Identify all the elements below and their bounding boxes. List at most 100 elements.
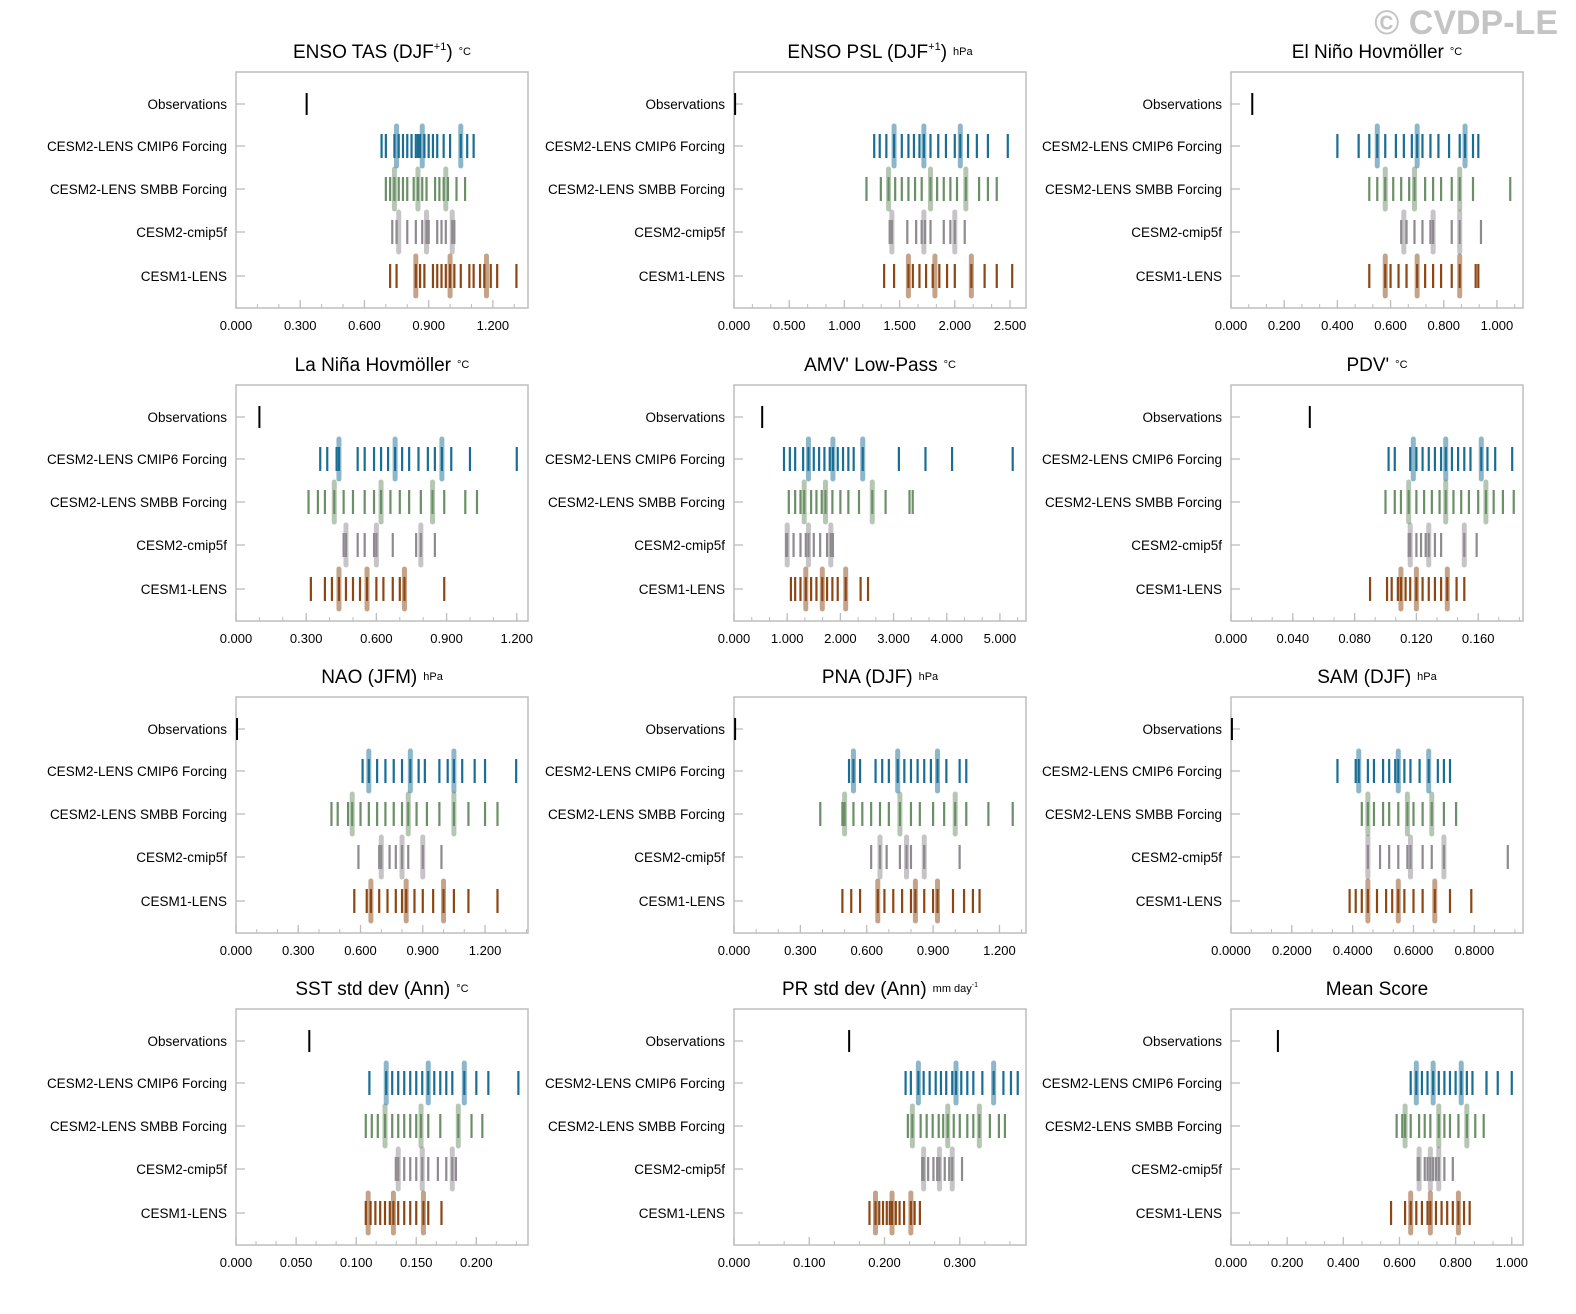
- unit-label: hPa: [953, 46, 973, 58]
- unit-label: hPa: [1417, 671, 1437, 683]
- row-label: CESM2-LENS SMBB Forcing: [548, 807, 725, 822]
- panel-title: Mean Score: [1326, 979, 1428, 1000]
- x-tick-label: 0.000: [1215, 1255, 1248, 1270]
- panel-title: PNA (DJF)hPa: [822, 667, 939, 688]
- row-label: CESM1-LENS: [1136, 1206, 1222, 1221]
- x-tick-label: 0.200: [1271, 1255, 1304, 1270]
- unit-label: °C: [1450, 46, 1462, 58]
- row-label: CESM2-LENS SMBB Forcing: [548, 182, 725, 197]
- x-tick-label: 0.000: [220, 943, 253, 958]
- row-label: CESM2-cmip5f: [1131, 850, 1222, 865]
- row-label: CESM2-LENS SMBB Forcing: [1045, 182, 1222, 197]
- panel-title: ENSO PSL (DJF+1)hPa: [787, 41, 973, 63]
- plot-frame: [235, 384, 529, 622]
- x-tick-label: 0.0000: [1211, 943, 1251, 958]
- unit-label: mm day: [933, 983, 973, 995]
- panel-title: AMV' Low-Pass °C: [804, 355, 956, 376]
- row-label: CESM2-cmip5f: [136, 850, 227, 865]
- title-superscript: +1: [928, 41, 941, 53]
- panel-title: PR std dev (Ann)mm day-1: [782, 979, 978, 1000]
- x-tick-label: 0.2000: [1272, 943, 1312, 958]
- title-text: PNA (DJF): [822, 667, 913, 688]
- title-text: SST std dev (Ann): [295, 979, 450, 1000]
- row-label: CESM1-LENS: [141, 894, 227, 909]
- panel-title: PDV' °C: [1346, 355, 1407, 376]
- row-label: CESM1-LENS: [639, 894, 725, 909]
- row-label: CESM1-LENS: [1136, 269, 1222, 284]
- x-tick-label: 0.100: [793, 1255, 826, 1270]
- row-label: CESM2-LENS CMIP6 Forcing: [47, 452, 227, 467]
- x-tick-label: 0.300: [282, 943, 315, 958]
- row-label: Observations: [1142, 722, 1222, 737]
- x-tick-label: 0.200: [460, 1255, 493, 1270]
- row-label: Observations: [147, 1034, 227, 1049]
- row-label: CESM2-cmip5f: [136, 538, 227, 553]
- unit-label: °C: [459, 46, 471, 58]
- x-tick-label: 1.000: [1495, 1255, 1528, 1270]
- x-tick-label: 0.000: [718, 1255, 751, 1270]
- row-label: Observations: [147, 722, 227, 737]
- panel-title: SST std dev (Ann) °C: [295, 979, 468, 1000]
- row-label: CESM2-LENS SMBB Forcing: [1045, 1119, 1222, 1134]
- x-tick-label: 0.800: [1439, 1255, 1472, 1270]
- unit-label: °C: [1395, 359, 1407, 371]
- plot-frame: [235, 696, 529, 934]
- x-tick-label: 0.600: [344, 943, 377, 958]
- x-tick-label: 0.6000: [1394, 943, 1434, 958]
- x-tick-label: 2.000: [824, 631, 857, 646]
- row-label: CESM1-LENS: [1136, 894, 1222, 909]
- unit-label: °C: [456, 983, 468, 995]
- row-label: CESM1-LENS: [141, 1206, 227, 1221]
- row-label: CESM2-cmip5f: [634, 1162, 725, 1177]
- row-label: CESM2-LENS CMIP6 Forcing: [47, 764, 227, 779]
- x-tick-label: 0.000: [220, 318, 253, 333]
- title-text: SAM (DJF): [1317, 667, 1411, 688]
- x-tick-label: 0.900: [407, 943, 440, 958]
- x-tick-label: 0.400: [1327, 1255, 1360, 1270]
- plot-frame: [733, 384, 1027, 622]
- x-tick-label: 1.000: [828, 318, 861, 333]
- row-label: CESM2-LENS CMIP6 Forcing: [1042, 764, 1222, 779]
- x-tick-label: 0.100: [340, 1255, 373, 1270]
- x-tick-label: 0.900: [430, 631, 463, 646]
- title-text: PDV': [1346, 355, 1389, 376]
- plot-frame: [733, 71, 1027, 309]
- x-tick-label: 0.900: [917, 943, 950, 958]
- row-label: CESM2-cmip5f: [634, 538, 725, 553]
- x-tick-label: 1.200: [983, 943, 1016, 958]
- row-label: CESM2-LENS SMBB Forcing: [50, 807, 227, 822]
- row-label: CESM2-cmip5f: [634, 850, 725, 865]
- x-tick-label: 1.200: [500, 631, 533, 646]
- title-text: El Niño Hovmöller: [1292, 42, 1445, 63]
- row-label: CESM2-LENS CMIP6 Forcing: [1042, 452, 1222, 467]
- x-tick-label: 0.040: [1277, 631, 1310, 646]
- x-tick-label: 0.4000: [1333, 943, 1373, 958]
- x-tick-label: 0.000: [1215, 318, 1248, 333]
- row-label: CESM1-LENS: [1136, 582, 1222, 597]
- x-tick-label: 0.000: [220, 631, 253, 646]
- row-label: Observations: [645, 410, 725, 425]
- row-label: CESM2-LENS CMIP6 Forcing: [545, 764, 725, 779]
- row-label: CESM2-LENS SMBB Forcing: [548, 495, 725, 510]
- row-label: CESM2-LENS SMBB Forcing: [1045, 495, 1222, 510]
- x-tick-label: 0.600: [360, 631, 393, 646]
- row-label: CESM1-LENS: [639, 1206, 725, 1221]
- x-tick-label: 3.000: [877, 631, 910, 646]
- plot-frame: [1230, 1008, 1524, 1246]
- unit-label: °C: [944, 359, 956, 371]
- x-tick-label: 0.050: [280, 1255, 313, 1270]
- title-text: AMV' Low-Pass: [804, 355, 938, 376]
- row-label: CESM2-cmip5f: [1131, 538, 1222, 553]
- x-tick-label: 0.300: [284, 318, 317, 333]
- unit-label: hPa: [423, 671, 443, 683]
- x-tick-label: 0.800: [1427, 318, 1460, 333]
- x-tick-label: 1.500: [883, 318, 916, 333]
